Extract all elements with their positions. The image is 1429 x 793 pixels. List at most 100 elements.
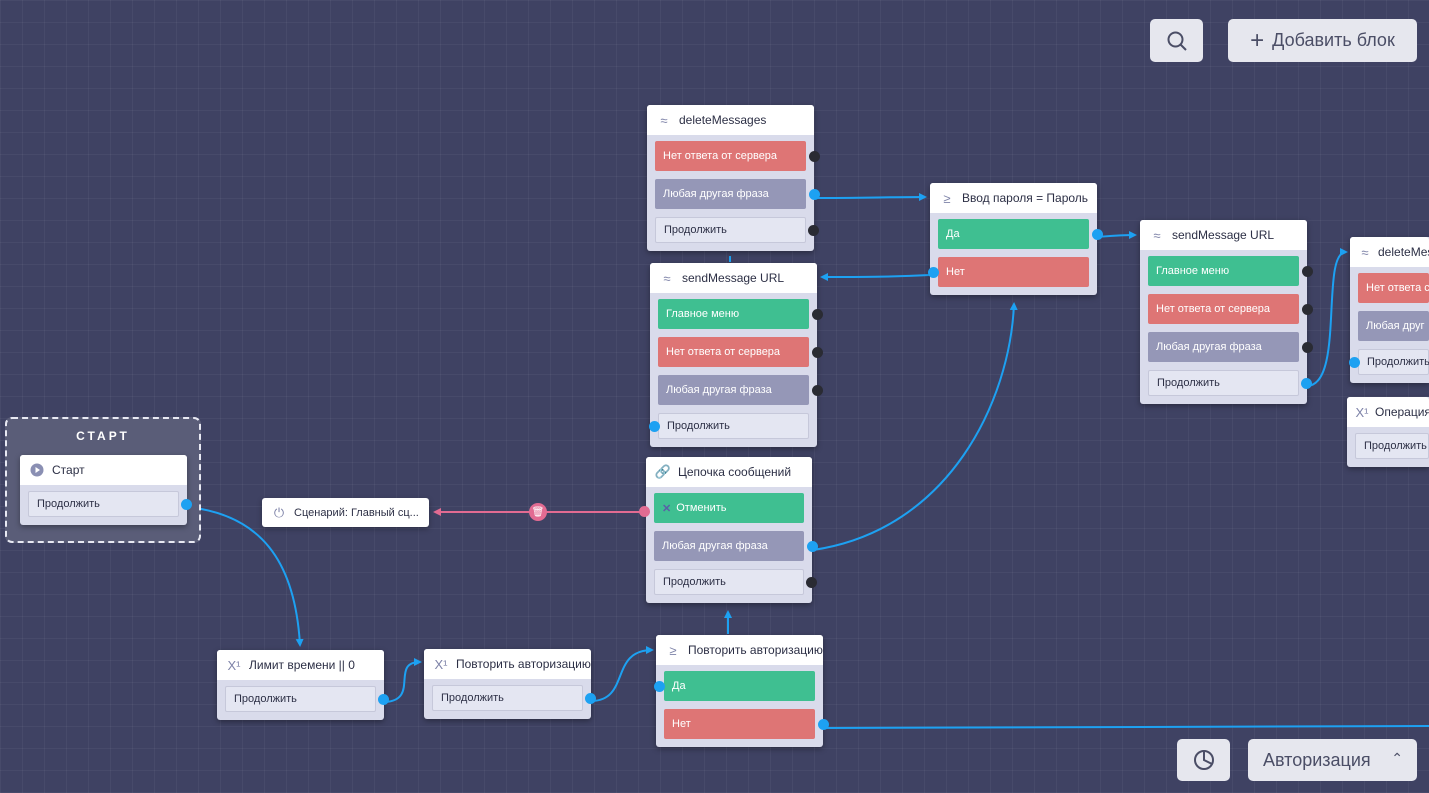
output-row[interactable]: Продолжить <box>654 569 817 595</box>
output-port[interactable] <box>806 576 817 588</box>
node-message-chain[interactable]: 🔗 Цепочка сообщений ✕Отменить Любая друг… <box>646 457 818 603</box>
start-node[interactable]: Старт Продолжить <box>20 455 192 525</box>
output-port[interactable] <box>812 384 823 396</box>
scenario-selector[interactable]: Авторизация ⌃ <box>1248 739 1417 781</box>
node-repeat-auth[interactable]: X¹ Повторить авторизацию Продолжить <box>424 649 596 719</box>
pie-chart-icon <box>1193 750 1214 770</box>
output-port[interactable] <box>812 346 823 358</box>
output-row[interactable]: Продолжить <box>1148 370 1312 396</box>
output-row[interactable]: Нет <box>664 709 829 739</box>
output-row[interactable]: Да <box>654 671 815 701</box>
output-row[interactable]: Продолжить <box>1355 433 1429 459</box>
output-row[interactable]: Любая другая фраза <box>1148 332 1313 362</box>
add-block-label: Добавить блок <box>1272 30 1395 50</box>
wifi-icon: ≈ <box>1361 244 1369 260</box>
link-origin-dot <box>639 506 650 517</box>
output-port[interactable] <box>812 308 823 320</box>
output-port[interactable] <box>1302 303 1313 315</box>
node-delete-messages[interactable]: ≈ deleteMessages Нет ответа от сервера Л… <box>647 105 820 251</box>
node-delete-messages-2[interactable]: ≈ deleteMes Нет ответа с Любая друг Прод… <box>1349 237 1429 383</box>
output-port[interactable] <box>1301 377 1312 389</box>
node-send-message-url-2[interactable]: ≈ sendMessage URL Главное меню Нет ответ… <box>1140 220 1313 404</box>
wifi-icon: ≈ <box>663 270 671 286</box>
start-group-title: СТАРТ <box>76 429 130 443</box>
output-row[interactable]: Продолжить <box>655 217 819 243</box>
output-row[interactable]: Любая друг <box>1358 311 1429 341</box>
output-port[interactable] <box>808 224 819 236</box>
output-port[interactable] <box>818 718 829 730</box>
output-row[interactable]: Нет ответа от сервера <box>658 337 823 367</box>
output-continue[interactable]: Продолжить <box>28 491 192 517</box>
node-title: Старт <box>52 463 85 477</box>
output-port[interactable] <box>1302 265 1313 277</box>
output-row[interactable]: Продолжить <box>225 686 389 712</box>
plus-icon: + <box>1250 26 1265 54</box>
output-row[interactable]: Любая другая фраза <box>658 375 823 405</box>
node-repeat-auth-condition[interactable]: ≥ Повторить авторизацию Да Нет <box>654 635 829 747</box>
delete-link-icon[interactable]: 🗑 <box>529 503 547 521</box>
node-title: deleteMes <box>1378 245 1429 259</box>
condition-icon: ≥ <box>943 190 951 206</box>
wire-delete1-to-pass <box>814 193 927 202</box>
output-row[interactable]: Продолжить <box>432 685 596 711</box>
output-row[interactable]: Главное меню <box>1148 256 1313 286</box>
output-port[interactable] <box>1302 341 1313 353</box>
output-port[interactable] <box>809 150 820 162</box>
node-password-condition[interactable]: ≥ Ввод пароля = Пароль Да Нет <box>928 183 1103 295</box>
variable-icon: X¹ <box>434 656 448 672</box>
output-row[interactable]: Нет ответа от сервера <box>1148 294 1313 324</box>
chevron-up-icon: ⌃ <box>1391 750 1403 766</box>
input-port[interactable] <box>928 266 939 278</box>
node-title: Повторить авторизацию <box>456 657 591 671</box>
output-port[interactable] <box>807 540 818 552</box>
output-row[interactable]: Нет ответа от сервера <box>655 141 820 171</box>
node-operation[interactable]: X¹ Операция Продолжить <box>1347 397 1429 467</box>
output-port[interactable] <box>181 498 192 510</box>
node-title: Операция <box>1375 405 1429 419</box>
wire-repeat2-no-out <box>823 725 1429 729</box>
input-port[interactable] <box>654 680 665 692</box>
wifi-icon: ≈ <box>660 112 668 128</box>
output-row[interactable]: Да <box>938 219 1103 249</box>
variable-icon: X¹ <box>1355 404 1369 420</box>
condition-icon: ≥ <box>669 642 677 658</box>
node-title: sendMessage URL <box>1172 228 1275 242</box>
wire-chain-to-pass <box>812 302 1018 551</box>
wire-pass-to-send1 <box>820 272 931 281</box>
search-button[interactable] <box>1150 19 1203 62</box>
node-time-limit[interactable]: X¹ Лимит времени || 0 Продолжить <box>217 650 389 720</box>
output-row[interactable]: Любая другая фраза <box>655 179 820 209</box>
output-row[interactable]: Нет ответа с <box>1358 273 1429 303</box>
link-icon: 🔗 <box>654 464 672 479</box>
cross-icon: ✕ <box>662 502 672 515</box>
search-icon <box>1167 31 1187 51</box>
node-title: deleteMessages <box>679 113 767 127</box>
output-port[interactable] <box>378 693 389 705</box>
node-title: sendMessage URL <box>682 271 785 285</box>
stats-button[interactable] <box>1177 739 1230 781</box>
variable-icon: X¹ <box>227 657 241 673</box>
wire-limit-to-repeat1 <box>384 658 422 703</box>
node-header: Старт <box>20 455 187 485</box>
output-port[interactable] <box>585 692 596 704</box>
input-port[interactable] <box>649 420 660 432</box>
output-row[interactable]: Нет <box>928 257 1089 287</box>
plug-icon: ⏻ <box>273 504 285 520</box>
add-block-button[interactable]: + Добавить блок <box>1228 19 1417 62</box>
play-icon <box>28 462 46 478</box>
output-port[interactable] <box>809 188 820 200</box>
output-row[interactable]: Главное меню <box>658 299 823 329</box>
output-row[interactable]: Продолжить <box>1349 349 1429 375</box>
node-title: Ввод пароля = Пароль <box>962 191 1089 205</box>
wire-start-to-limit <box>187 506 304 647</box>
output-row[interactable]: Продолжить <box>649 413 809 439</box>
output-row[interactable]: Любая другая фраза <box>654 531 818 561</box>
input-port[interactable] <box>1349 356 1360 368</box>
node-send-message-url[interactable]: ≈ sendMessage URL Главное меню Нет ответ… <box>649 263 823 447</box>
node-title: Лимит времени || 0 <box>249 658 355 672</box>
scenario-reference-label: Сценарий: Главный сц... <box>294 506 419 519</box>
output-port[interactable] <box>1092 228 1103 240</box>
output-row[interactable]: ✕Отменить <box>654 493 804 523</box>
node-title: Цепочка сообщений <box>678 465 792 479</box>
scenario-reference-node[interactable]: ⏻ Сценарий: Главный сц... <box>262 498 429 527</box>
